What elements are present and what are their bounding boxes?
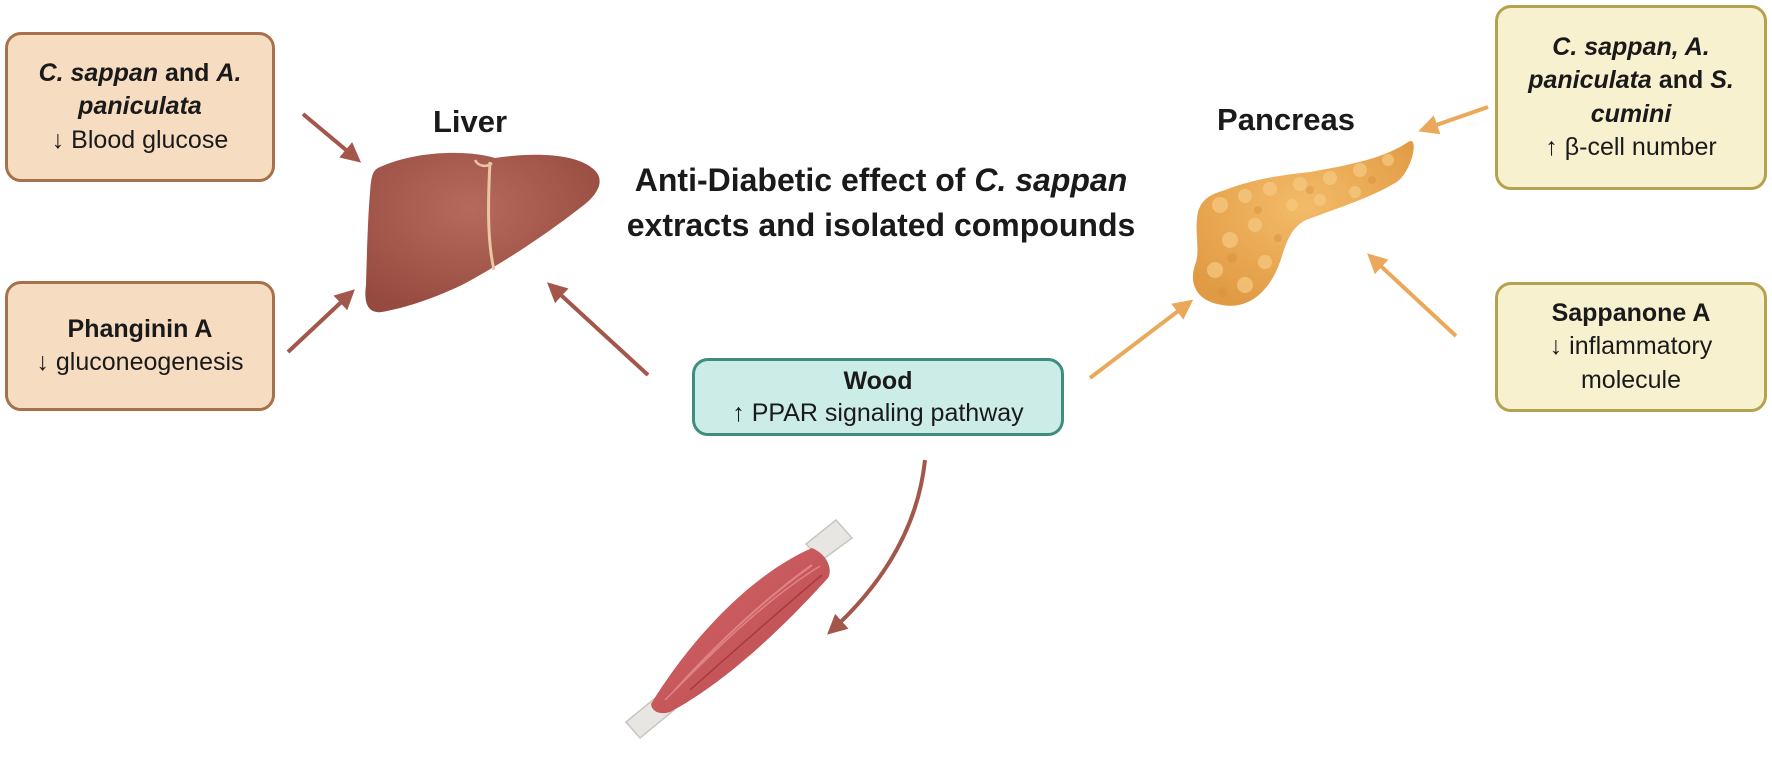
pancreas-box-sappanone: Sappanone A ↓ inflammatory molecule <box>1495 282 1767 412</box>
pancreas-box-beta-cell-effect: ↑ β-cell number <box>1545 132 1717 161</box>
segment: C. sappan, A. paniculata <box>1528 33 1710 95</box>
arrow-liver-box2-to-liver <box>286 289 355 354</box>
liver-box-phanginin-heading: Phanginin A <box>67 314 213 343</box>
liver-box-blood-glucose-effect: ↓ Blood glucose <box>51 125 229 154</box>
liver-box-phanginin: Phanginin A ↓ gluconeogenesis <box>5 281 275 411</box>
segment: C. sappan <box>38 59 159 88</box>
liver-box-phanginin-effect: ↓ gluconeogenesis <box>36 348 244 376</box>
muscle-icon <box>624 518 854 740</box>
segment: and <box>158 59 217 88</box>
liver-label: Liver <box>432 104 508 139</box>
wood-box-heading: Wood <box>843 366 913 395</box>
arrow-liver-box1-to-liver <box>301 112 362 163</box>
pancreas-box-sappanone-effect: ↓ inflammatory molecule <box>1549 332 1713 394</box>
pancreas-box-beta-cell-heading: C. sappan, A. paniculata and S. cumini <box>1512 31 1750 131</box>
liver-box-blood-glucose-heading: C. sappan and A. paniculata <box>22 57 258 124</box>
diagram-title: Anti-Diabetic effect of C. sappan extrac… <box>621 158 1141 248</box>
pancreas-icon <box>1192 140 1414 306</box>
title-suffix: extracts and isolated compounds <box>626 206 1136 243</box>
arrow-wood-to-liver <box>547 282 650 377</box>
arrow-wood-to-muscle <box>827 459 927 635</box>
pancreas-label: Pancreas <box>1217 102 1355 137</box>
pancreas-box-beta-cell: C. sappan, A. paniculata and S. cumini ↑… <box>1495 5 1767 190</box>
liver-box-blood-glucose: C. sappan and A. paniculata ↓ Blood gluc… <box>5 32 275 182</box>
segment: and <box>1651 66 1711 95</box>
arrow-pancreas-box1-to-pancreas <box>1418 105 1489 135</box>
arrow-pancreas-box2-to-pancreas <box>1367 253 1458 338</box>
arrow-wood-to-pancreas <box>1088 299 1194 380</box>
title-species: C. sappan <box>974 162 1128 198</box>
segment: S. cumini <box>1590 66 1734 128</box>
liver-icon <box>365 152 600 313</box>
wood-box-effect: ↑ PPAR signaling pathway <box>732 399 1024 427</box>
segment: A. paniculata <box>78 59 242 121</box>
title-prefix: Anti-Diabetic effect of <box>634 162 975 198</box>
pancreas-box-sappanone-heading: Sappanone A <box>1551 299 1711 328</box>
wood-box: Wood ↑ PPAR signaling pathway <box>692 358 1064 436</box>
